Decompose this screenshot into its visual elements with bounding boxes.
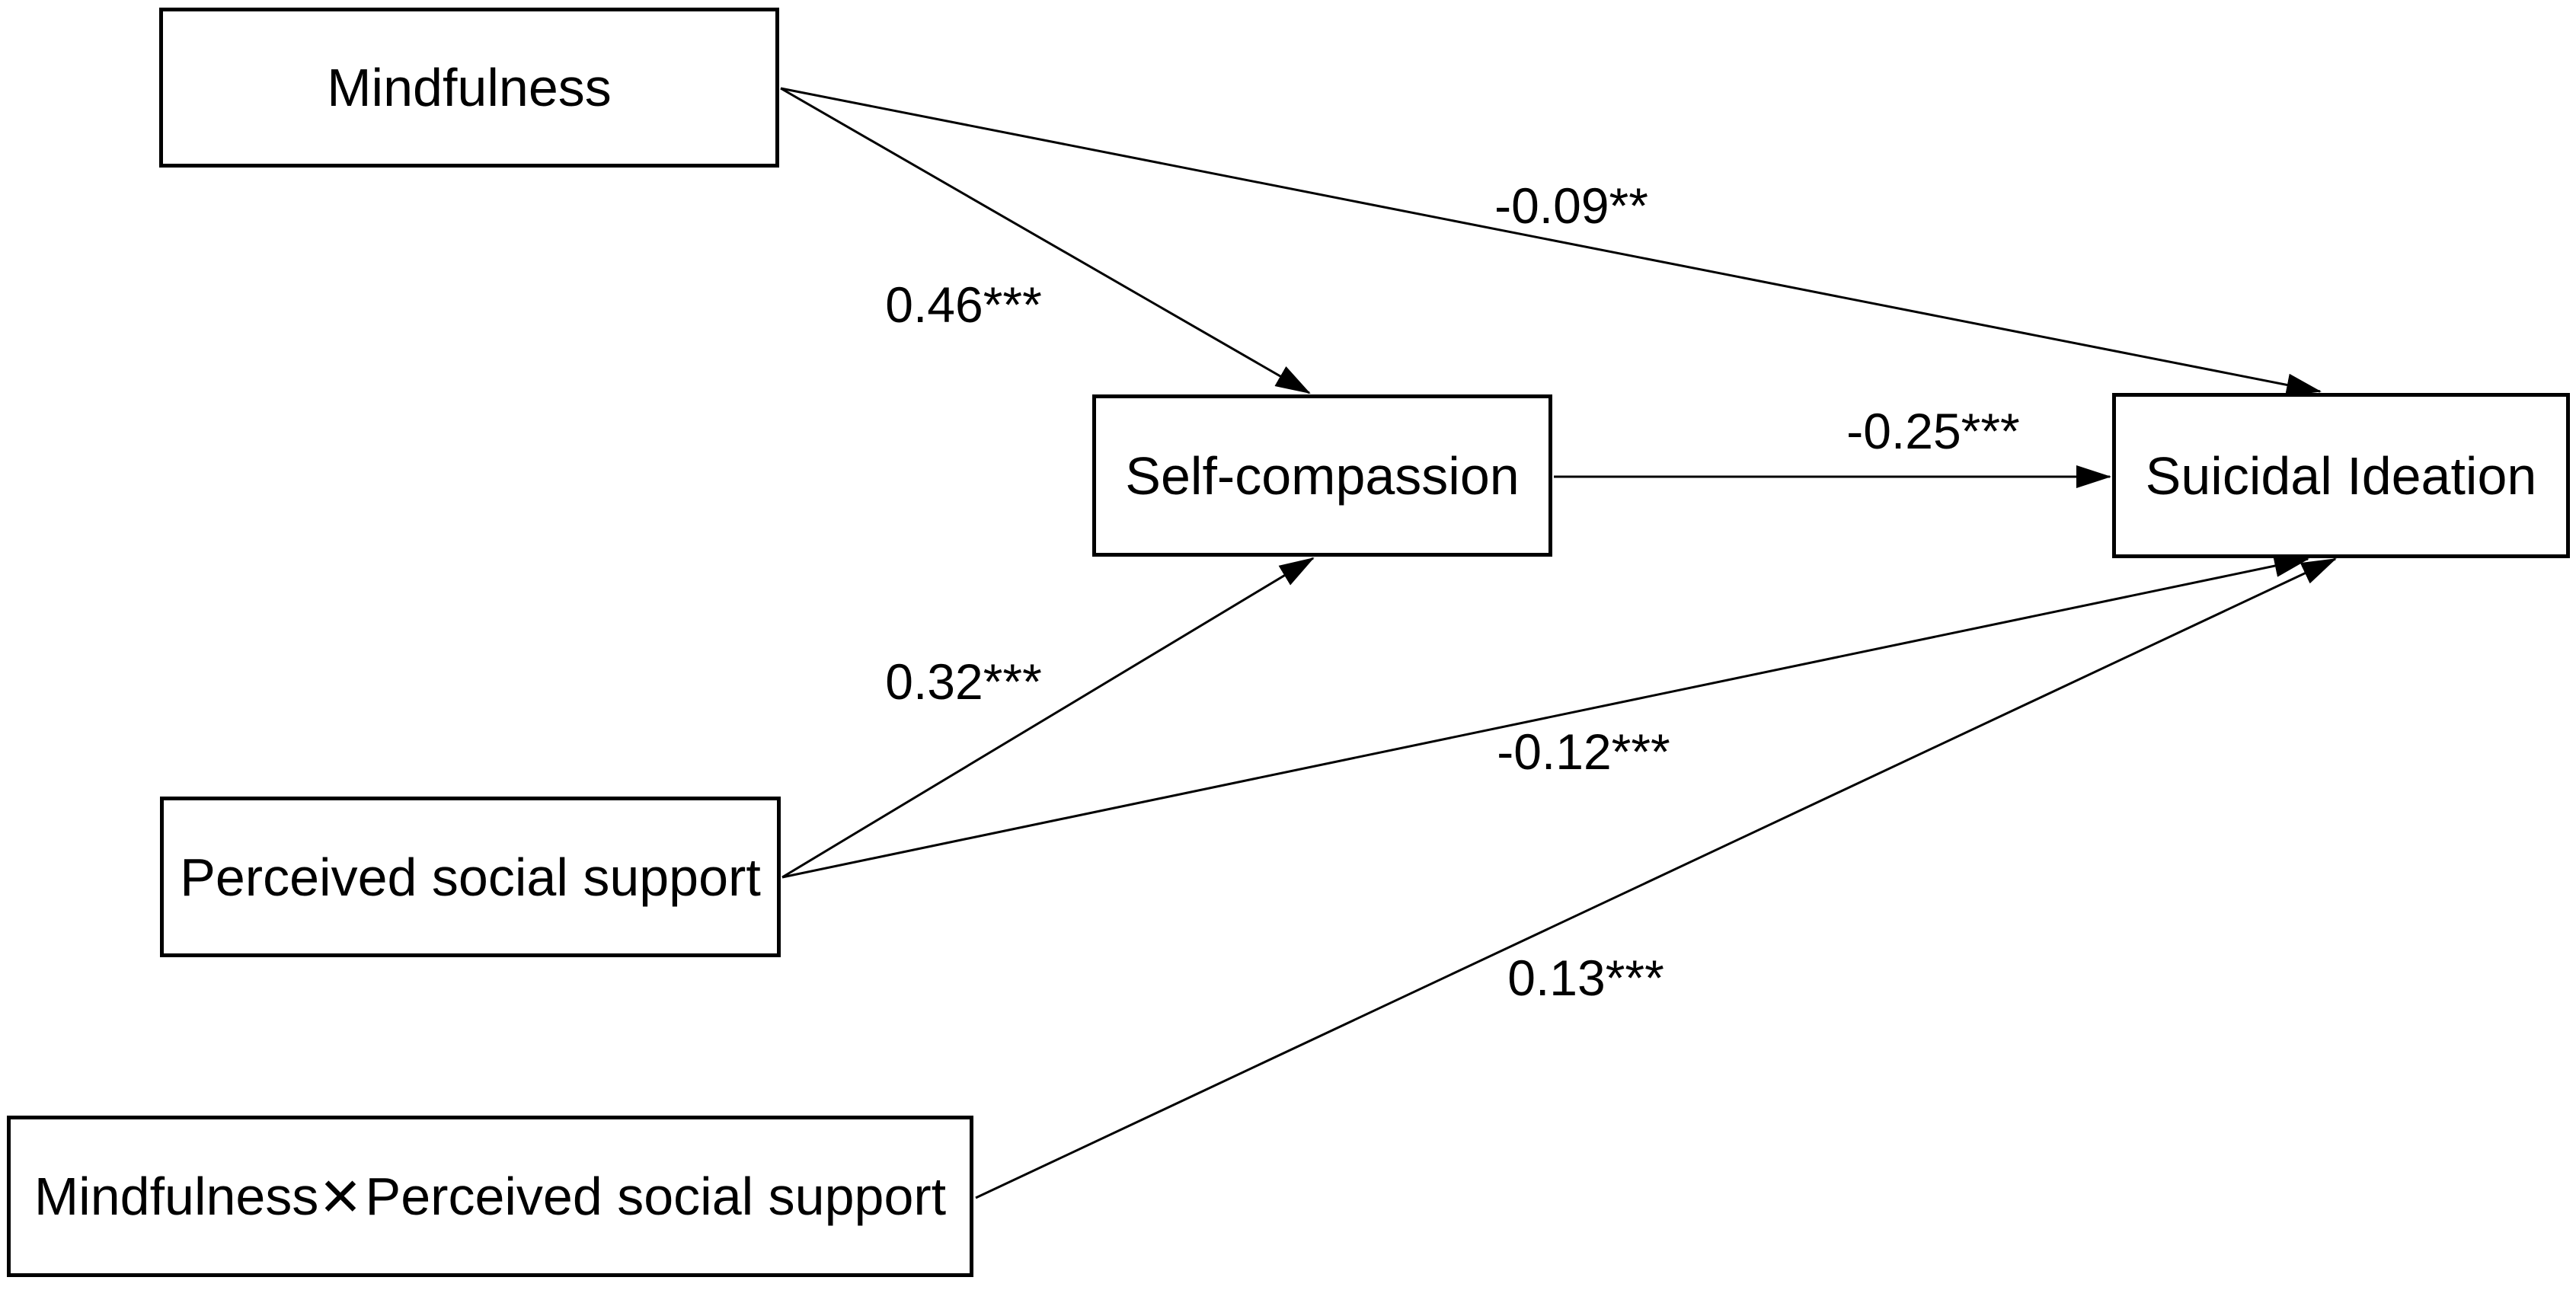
interaction-label-left: Mindfulness	[34, 1167, 319, 1226]
node-mindfulness-x-perceived-social-support: Mindfulness×Perceived social support	[7, 1116, 973, 1277]
coefficient-mindfulness-self-compassion: 0.46***	[885, 276, 1042, 333]
coefficient-perceived-support-self-compassion: 0.32***	[885, 653, 1042, 710]
arrow-perceived-support-to-suicidal-ideation	[781, 554, 2309, 879]
arrow-perceived-support-to-self-compassion	[781, 557, 1315, 879]
coefficient-perceived-support-suicidal-ideation: -0.12***	[1497, 723, 1670, 780]
node-suicidal-ideation: Suicidal Ideation	[2112, 393, 2570, 558]
node-perceived-social-support: Perceived social support	[160, 797, 781, 957]
node-self-compassion: Self-compassion	[1092, 394, 1552, 557]
node-perceived-social-support-label: Perceived social support	[180, 847, 761, 907]
node-mindfulness-label: Mindfulness	[327, 58, 612, 117]
node-mindfulness: Mindfulness	[159, 8, 779, 168]
arrow-mindfulness-to-suicidal-ideation	[780, 87, 2322, 397]
arrow-interaction-to-suicidal-ideation	[975, 557, 2337, 1199]
coefficient-mindfulness-suicidal-ideation: -0.09**	[1494, 177, 1648, 234]
coefficient-interaction-suicidal-ideation: 0.13***	[1507, 950, 1664, 1006]
interaction-label-right: Perceived social support	[365, 1167, 947, 1226]
coefficient-self-compassion-suicidal-ideation: -0.25***	[1846, 403, 2020, 459]
arrow-mindfulness-to-self-compassion	[780, 87, 1311, 394]
node-suicidal-ideation-label: Suicidal Ideation	[2145, 445, 2537, 506]
node-self-compassion-label: Self-compassion	[1125, 445, 1520, 506]
